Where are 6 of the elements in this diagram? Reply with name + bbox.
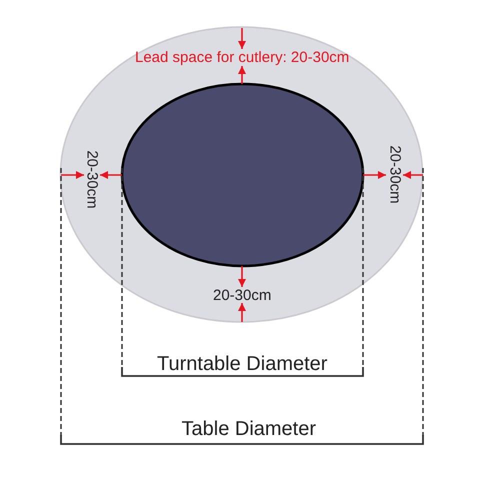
- annotation-text: Lead space for cutlery: 20-30cm: [135, 50, 350, 65]
- dimension-label: Turntable Diameter: [157, 354, 328, 374]
- dimension-label: 20-30cm: [388, 144, 403, 204]
- dimension-label: 20-30cm: [213, 288, 272, 302]
- dimension-label: Table Diameter: [182, 419, 316, 439]
- dimension-label: 20-30cm: [84, 150, 100, 208]
